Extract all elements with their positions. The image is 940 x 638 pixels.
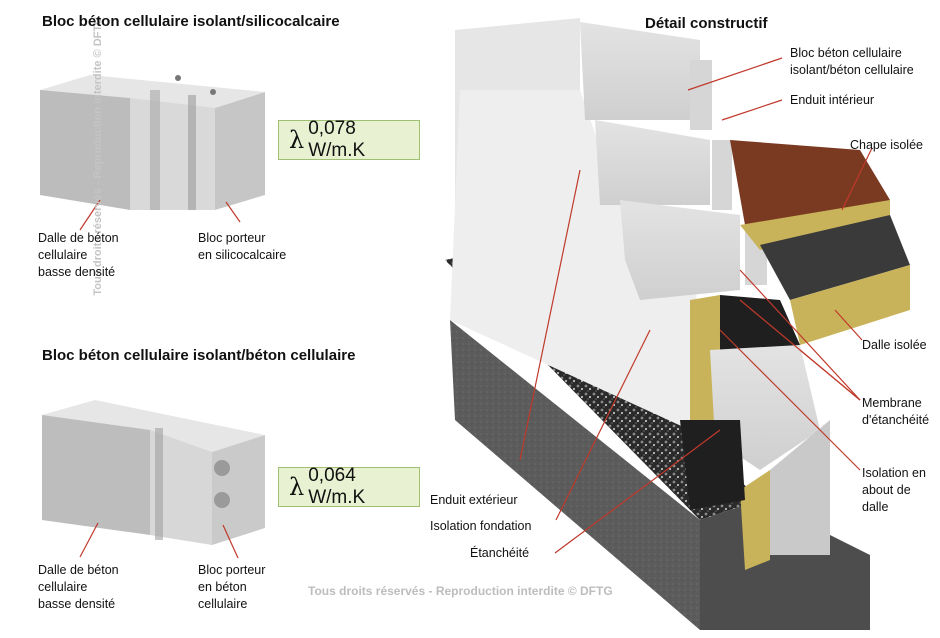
block2-lambda-box: λ 0,064 W/m.K [278, 465, 420, 508]
label-isolation-fondation: Isolation fondation [430, 519, 532, 533]
block2-image [42, 400, 265, 545]
block2-right-label: Bloc porteur en béton cellulaire [198, 563, 266, 611]
bottom-watermark: Tous droits réservés - Reproduction inte… [308, 584, 613, 598]
block1-title: Bloc béton cellulaire isolant/silicocalc… [42, 13, 340, 30]
block2-left-label: Dalle de béton cellulaire basse densité [38, 563, 119, 611]
block2-title: Bloc béton cellulaire isolant/béton cell… [42, 347, 356, 364]
label-membrane: Membrane d'étanchéité [862, 396, 930, 427]
block1-lambda-value: 0,078 W/m.K [308, 118, 366, 161]
label-dalle: Dalle isolée [862, 338, 927, 352]
block1-image [40, 75, 265, 210]
leader-lines [79, 57, 873, 559]
lambda-icon: λ [289, 126, 305, 154]
block2-lambda-value: 0,064 W/m.K [308, 465, 366, 508]
block1-left-label: Dalle de béton cellulaire basse densité [38, 231, 119, 279]
construction-detail-image [445, 18, 910, 630]
label-enduit-interieur: Enduit intérieur [790, 93, 875, 107]
block1-lambda-box: λ 0,078 W/m.K [278, 118, 420, 161]
label-isolation-about: Isolation en about de dalle [862, 466, 926, 514]
lambda-icon: λ [289, 473, 305, 501]
label-chape: Chape isolée [850, 138, 923, 152]
label-bloc: Bloc béton cellulaire isolant/béton cell… [790, 46, 914, 77]
label-etancheite: Étanchéité [470, 546, 530, 560]
detail-title: Détail constructif [645, 15, 768, 32]
block1-right-label: Bloc porteur en silicocalcaire [198, 231, 287, 262]
label-enduit-exterieur: Enduit extérieur [430, 493, 518, 507]
